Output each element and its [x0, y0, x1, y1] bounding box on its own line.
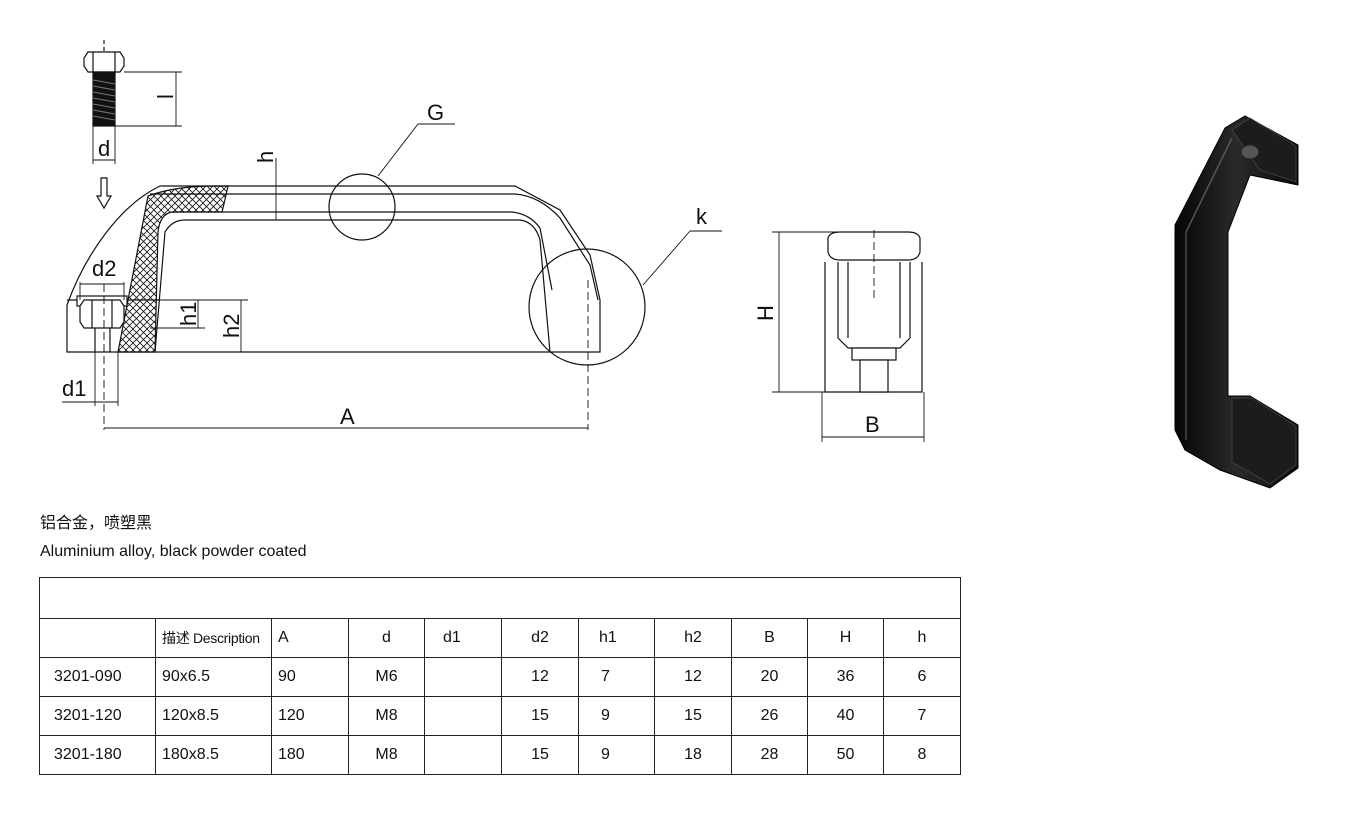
cell-d2: 12: [501, 657, 579, 697]
label-h2: h2: [219, 314, 244, 338]
label-d: d: [98, 136, 110, 161]
cell-d: M8: [348, 735, 425, 775]
cell-h: 8: [883, 735, 961, 775]
cell-h2: 12: [654, 657, 732, 697]
label-G: G: [427, 100, 444, 125]
cell-h2: 15: [654, 696, 732, 736]
cell-d: M8: [348, 696, 425, 736]
cell-B: 28: [731, 735, 808, 775]
table-row: 3201-120 120x8.5 120 M8 15 9 15 26 40 7: [39, 696, 961, 736]
table-row: 3201-180 180x8.5 180 M8 15 9 18 28 50 8: [39, 735, 961, 775]
cell-d1: [424, 735, 502, 775]
cell-part-number: 3201-180: [39, 735, 156, 775]
table-title-row: [39, 577, 961, 619]
cell-h1: 9: [578, 735, 655, 775]
cell-h: 6: [883, 657, 961, 697]
cell-H: 50: [807, 735, 884, 775]
table-header-row: 描述 Description A d d1 d2 h1 h2 B H h: [39, 618, 961, 658]
table-row: 3201-090 90x6.5 90 M6 12 7 12 20 36 6: [39, 657, 961, 697]
handle-front-view: [62, 123, 722, 430]
label-H: H: [753, 305, 778, 321]
cell-d: M6: [348, 657, 425, 697]
label-A: A: [340, 404, 355, 429]
header-cell: 描述 Description: [155, 618, 272, 658]
header-cell: h: [883, 618, 961, 658]
header-cell: d: [348, 618, 425, 658]
cell-description: 90x6.5: [155, 657, 272, 697]
cell-description: 120x8.5: [155, 696, 272, 736]
label-d2: d2: [92, 256, 116, 281]
header-cell: h1: [578, 618, 655, 658]
technical-drawing: l d: [62, 40, 1299, 489]
label-h: h: [253, 151, 278, 163]
cell-description: 180x8.5: [155, 735, 272, 775]
handle-side-view: [772, 230, 925, 442]
cell-B: 26: [731, 696, 808, 736]
cell-A: 180: [271, 735, 349, 775]
cell-d1: [424, 696, 502, 736]
cell-part-number: 3201-090: [39, 657, 156, 697]
cell-h1: 7: [578, 657, 655, 697]
label-d1: d1: [62, 376, 86, 401]
spec-table: 描述 Description A d d1 d2 h1 h2 B H h 320…: [39, 577, 961, 775]
header-cell: [39, 618, 156, 658]
cell-part-number: 3201-120: [39, 696, 156, 736]
header-cell: B: [731, 618, 808, 658]
cell-h: 7: [883, 696, 961, 736]
header-cell: H: [807, 618, 884, 658]
screw-illustration: [83, 40, 182, 210]
cell-d2: 15: [501, 735, 579, 775]
cell-H: 40: [807, 696, 884, 736]
cell-A: 120: [271, 696, 349, 736]
material-english: Aluminium alloy, black powder coated: [40, 543, 307, 560]
material-chinese: 铝合金，喷塑黑: [40, 515, 153, 532]
label-B: B: [865, 412, 880, 437]
header-cell: d1: [424, 618, 502, 658]
cell-d2: 15: [501, 696, 579, 736]
cell-A: 90: [271, 657, 349, 697]
label-l: l: [153, 94, 178, 99]
cell-h2: 18: [654, 735, 732, 775]
cell-d1: [424, 657, 502, 697]
header-cell: d2: [501, 618, 579, 658]
cell-B: 20: [731, 657, 808, 697]
label-k: k: [696, 204, 708, 229]
header-cell: A: [271, 618, 349, 658]
label-h1: h1: [176, 302, 201, 326]
handle-3d-render: [1174, 115, 1299, 489]
cell-H: 36: [807, 657, 884, 697]
table-title-cell: [39, 577, 961, 619]
cell-h1: 9: [578, 696, 655, 736]
header-cell: h2: [654, 618, 732, 658]
